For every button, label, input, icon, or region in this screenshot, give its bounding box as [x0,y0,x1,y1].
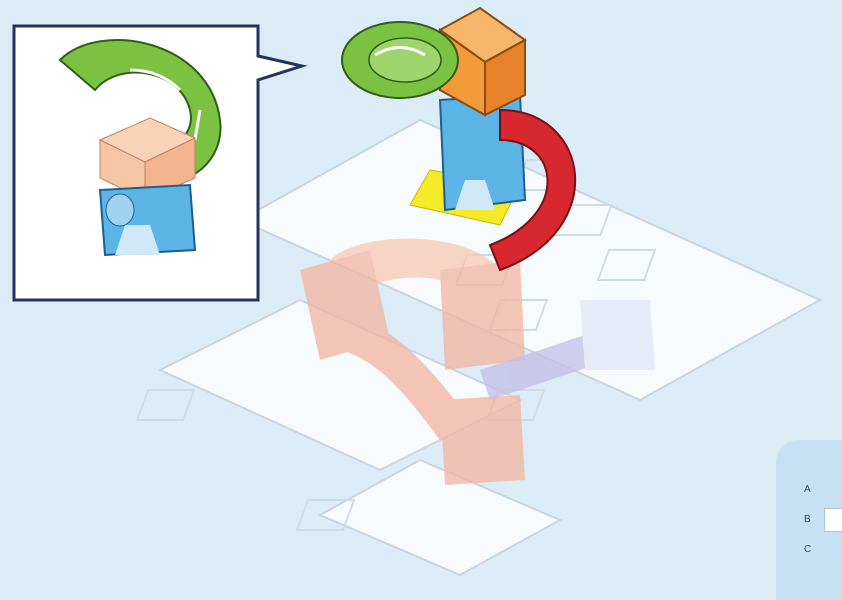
legend-letter-b: B [804,514,811,525]
legend-box-b [824,508,842,532]
legend-letter-a: A [804,484,811,495]
detail-callout [14,26,302,300]
legend-panel: A B C [776,440,842,600]
green-spiral-piece [342,22,458,98]
assembly-illustration [0,0,842,585]
legend-letter-c: C [804,544,811,555]
